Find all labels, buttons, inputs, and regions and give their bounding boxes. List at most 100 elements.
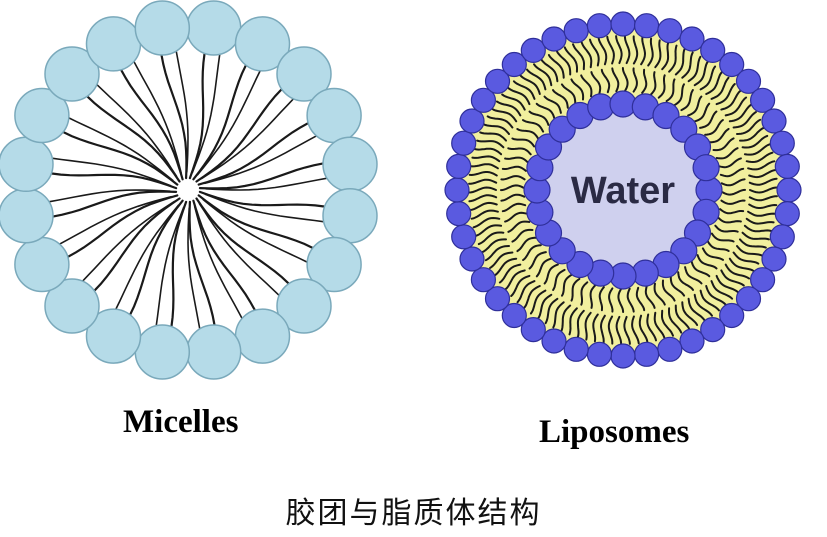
liposome-tail bbox=[493, 257, 518, 277]
liposome-tail bbox=[533, 63, 553, 87]
liposome-tail bbox=[584, 311, 592, 341]
liposome-tail bbox=[649, 71, 657, 96]
micelle-head bbox=[185, 0, 242, 56]
liposome-tail bbox=[638, 314, 649, 344]
liposome-outer-head bbox=[541, 328, 567, 354]
liposome-outer-head bbox=[776, 177, 802, 203]
liposome-tail bbox=[576, 309, 585, 339]
liposome-tail bbox=[647, 37, 654, 67]
liposome-tail bbox=[470, 209, 499, 220]
micelle-tail bbox=[201, 98, 294, 180]
micelle-tail bbox=[86, 95, 181, 183]
liposome-tail bbox=[501, 165, 527, 172]
liposome-tail bbox=[732, 251, 760, 265]
liposome-outer-head bbox=[444, 177, 470, 203]
micelle-head bbox=[0, 136, 54, 193]
liposome-outer-head bbox=[719, 302, 745, 329]
liposome-tail bbox=[748, 195, 778, 202]
liposome-tail bbox=[693, 60, 709, 87]
liposome-outer-head bbox=[700, 317, 726, 343]
liposome-tail bbox=[741, 134, 769, 149]
micelle-tail bbox=[195, 88, 283, 183]
liposome-outer-head bbox=[774, 153, 800, 179]
liposome-tail bbox=[646, 313, 657, 342]
liposome-tail bbox=[687, 95, 703, 117]
micelle-head bbox=[85, 308, 142, 364]
liposome-tail bbox=[506, 86, 531, 106]
liposome-tail bbox=[572, 43, 585, 71]
liposome-outer-head bbox=[657, 336, 683, 362]
liposome-outer-head bbox=[586, 341, 613, 367]
micelle-tail bbox=[59, 195, 173, 245]
micelle-tail bbox=[192, 64, 247, 181]
water-label: Water bbox=[571, 170, 675, 212]
liposome-tail bbox=[501, 202, 527, 213]
liposome-tail bbox=[469, 163, 499, 170]
liposome-tail bbox=[580, 74, 593, 98]
liposome-tail bbox=[720, 178, 746, 187]
liposome-tail bbox=[507, 147, 532, 156]
liposome-tail bbox=[673, 83, 685, 107]
liposome-tail bbox=[720, 199, 746, 205]
micelle-tail bbox=[62, 131, 179, 186]
micelle-tail bbox=[197, 194, 314, 249]
liposome-tail bbox=[500, 184, 525, 192]
liposome-tail bbox=[745, 151, 774, 164]
liposome-outer-head bbox=[451, 130, 477, 156]
liposome-tail bbox=[504, 269, 526, 291]
liposome-outer-head bbox=[700, 37, 726, 64]
micelle-head bbox=[276, 46, 332, 102]
micelle-tail bbox=[82, 200, 175, 282]
micelle-tail bbox=[195, 197, 290, 285]
liposome-tail bbox=[528, 110, 550, 126]
liposome-outer-head bbox=[610, 343, 636, 369]
liposome-tail bbox=[644, 285, 656, 309]
micelle-tail bbox=[51, 157, 172, 187]
micelle-head bbox=[44, 46, 100, 102]
liposome-tail bbox=[687, 297, 706, 322]
micelle-tail bbox=[133, 61, 183, 175]
liposome-tail bbox=[749, 186, 778, 194]
liposome-tail bbox=[661, 309, 674, 337]
liposome-tail bbox=[504, 211, 528, 223]
micelle-tail bbox=[68, 117, 174, 182]
liposome-tail bbox=[570, 277, 581, 302]
liposome-outer-head bbox=[679, 26, 705, 52]
micelle-tail bbox=[193, 205, 243, 319]
liposome-tail bbox=[597, 36, 608, 66]
liposome-tail bbox=[479, 131, 507, 142]
liposome-outer-head bbox=[470, 87, 496, 113]
liposome-tail bbox=[476, 139, 505, 149]
liposome-tail bbox=[653, 311, 666, 340]
micelle-tail bbox=[175, 50, 189, 173]
liposome-tail bbox=[511, 137, 536, 148]
liposome-tail bbox=[748, 203, 778, 209]
liposome-tail bbox=[661, 279, 676, 302]
liposome-tail bbox=[674, 304, 691, 330]
liposome-tail bbox=[674, 47, 686, 76]
micelle-tail bbox=[52, 190, 178, 218]
liposome-tail bbox=[547, 54, 565, 79]
liposome-tail bbox=[635, 286, 646, 312]
micelle-tail bbox=[129, 199, 184, 316]
liposome-outer-head bbox=[735, 68, 762, 94]
liposome-outer-head bbox=[761, 246, 787, 272]
liposome-tail bbox=[529, 289, 547, 315]
liposome-tail bbox=[665, 78, 676, 103]
liposome-tail bbox=[568, 307, 578, 336]
liposome-tail bbox=[743, 143, 772, 156]
liposome-tail bbox=[741, 231, 770, 241]
liposome-tail bbox=[516, 236, 538, 253]
liposome-outer-head bbox=[520, 317, 546, 343]
liposome-tail bbox=[540, 58, 559, 83]
liposome-tail bbox=[592, 313, 599, 343]
liposome-outer-head bbox=[774, 201, 800, 227]
micelle-tail bbox=[205, 177, 328, 191]
liposome-tail bbox=[512, 80, 536, 100]
liposome-tail bbox=[668, 44, 678, 73]
liposome-tail bbox=[690, 260, 711, 278]
liposome-tail bbox=[669, 275, 686, 297]
liposome-outer-head bbox=[563, 18, 589, 44]
micelle-tail bbox=[196, 70, 261, 176]
liposome-outer-head bbox=[657, 18, 683, 44]
